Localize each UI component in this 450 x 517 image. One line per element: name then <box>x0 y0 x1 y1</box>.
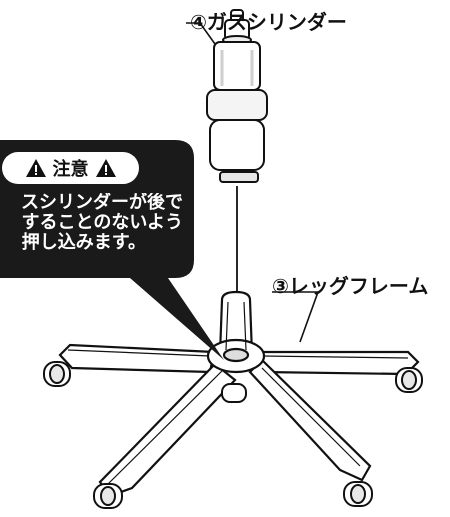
caution-text: スシリンダーが後で することのないよう 押し込みます。 <box>0 193 183 253</box>
gas-cylinder <box>206 9 268 183</box>
caster-wheels <box>43 361 423 509</box>
caster-front-left <box>93 483 123 509</box>
warning-icon <box>95 159 116 177</box>
caution-line: スシリンダーが後で <box>21 193 183 213</box>
caution-line: 押し込みます。 <box>21 232 146 253</box>
caution-header: 注意 <box>2 152 139 184</box>
caution-callout <box>0 140 224 360</box>
leg-frame-leader <box>272 291 320 343</box>
caution-line: することのないよう <box>21 212 183 233</box>
warning-icon <box>25 159 46 177</box>
caster-rear-right <box>395 367 423 393</box>
caster-back-center <box>221 383 247 403</box>
caution-title: 注意 <box>52 159 89 180</box>
leg-frame <box>58 290 420 498</box>
caster-rear-left <box>43 361 71 387</box>
caster-front-right <box>343 481 373 507</box>
gas-cylinder-leader <box>186 22 216 45</box>
leg-frame-label: ③レッグフレーム <box>272 274 429 298</box>
gas-cylinder-label: ④ガスシリンダー <box>190 10 347 34</box>
